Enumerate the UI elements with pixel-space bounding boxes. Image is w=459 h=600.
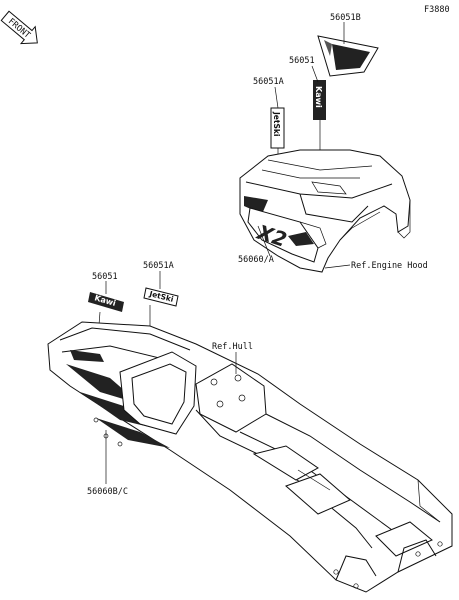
hood-jetski-decal: JetSki: [270, 107, 285, 149]
hull-kawi-decal: Kawi: [88, 292, 124, 312]
label-hood-56051: 56051: [289, 56, 315, 66]
label-hood-56051a: 56051A: [253, 77, 284, 87]
svg-text:JetSki: JetSki: [272, 111, 281, 136]
front-arrow-icon: FRONT: [0, 10, 38, 45]
label-56051b: 56051B: [330, 13, 361, 23]
hull-jetski-decal: JetSki: [143, 287, 179, 307]
svg-text:Kawi: Kawi: [314, 86, 323, 108]
label-ref-hull: Ref.Hull: [212, 342, 253, 352]
top-decal-56051b: [317, 35, 379, 77]
label-hull-56051: 56051: [92, 272, 118, 282]
label-56060a: 56060/A: [238, 255, 274, 265]
hood-kawi-decal: Kawi: [313, 80, 326, 120]
hull: [47, 321, 453, 593]
engine-hood: X2: [239, 149, 411, 273]
label-56060bc: 56060B/C: [87, 487, 128, 497]
label-ref-engine-hood: Ref.Engine Hood: [351, 261, 428, 271]
label-hull-56051a: 56051A: [143, 261, 174, 271]
figure-code: F3880: [424, 5, 450, 15]
